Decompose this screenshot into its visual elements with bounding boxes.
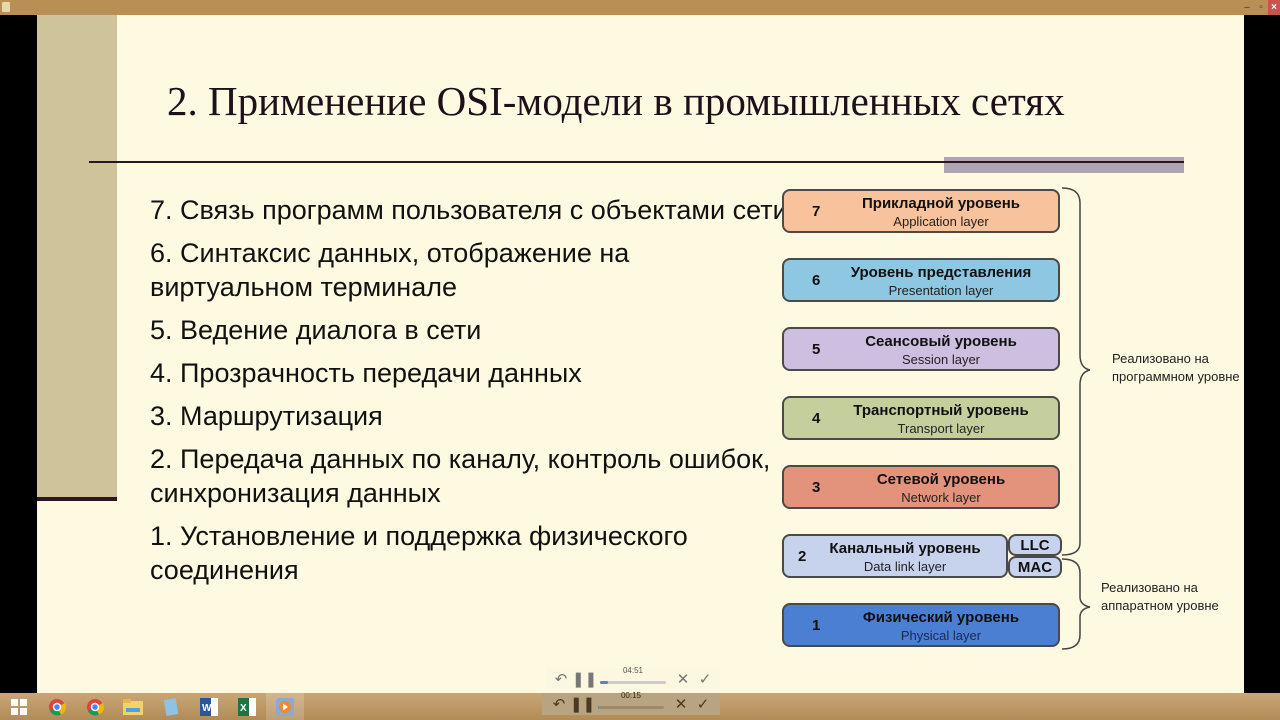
recorder-control-bar: ↶ ❚❚ 04:51 ✕ ✓: [546, 666, 720, 690]
progress-track[interactable]: 00:15: [598, 691, 664, 709]
excel-icon: X: [238, 697, 256, 716]
layer-name-en: Transport layer: [897, 421, 985, 436]
slide-left-bar: [37, 15, 117, 499]
osi-layer-4: 4 Транспортный уровень Transport layer: [782, 396, 1060, 440]
osi-layer-7: 7 Прикладной уровень Application layer: [782, 189, 1060, 233]
osi-layer-1: 1 Физический уровень Physical layer: [782, 603, 1060, 647]
layer-number: 1: [812, 617, 821, 634]
layer-number: 7: [812, 203, 821, 220]
maximize-button[interactable]: ▫: [1259, 2, 1263, 13]
layer-number: 4: [812, 410, 821, 427]
title-accent-bar: [944, 157, 1184, 173]
undo-icon[interactable]: ↶: [554, 671, 568, 688]
windows-icon: [11, 698, 27, 715]
taskbar-chrome[interactable]: [38, 693, 76, 720]
slide-title: 2. Применение OSI-модели в промышленных …: [167, 78, 1065, 124]
layer-name-ru: Прикладной уровень: [862, 195, 1020, 212]
window-titlebar: – ▫ ×: [0, 0, 1280, 15]
pause-icon[interactable]: ❚❚: [572, 671, 598, 688]
pause-icon[interactable]: ❚❚: [570, 696, 596, 713]
list-item: 6. Синтаксис данных, отображение на вирт…: [150, 238, 630, 302]
chrome-icon: [87, 698, 104, 715]
software-brace-label: Реализовано на программном уровне: [1112, 351, 1240, 384]
layer-name-ru: Сетевой уровень: [876, 471, 1006, 488]
progress-track[interactable]: 04:51: [600, 666, 666, 684]
list-item: 4. Прозрачность передачи данных: [150, 358, 582, 388]
layer-name-en: Data link layer: [863, 559, 947, 574]
layer-name-en: Physical layer: [900, 628, 982, 643]
cancel-icon[interactable]: ✕: [674, 696, 688, 713]
media-player-icon: [276, 697, 294, 716]
elapsed-time: 04:51: [622, 665, 644, 675]
layer-name-en: Session layer: [901, 352, 981, 367]
taskbar-excel[interactable]: X: [228, 693, 266, 720]
progress-fill: [598, 705, 600, 709]
folder-icon: [123, 698, 143, 715]
hardware-brace-label: Реализовано на аппаратном уровне: [1101, 580, 1219, 613]
layer-name-en: Presentation layer: [888, 283, 994, 298]
layer-name-ru: Физический уровень: [862, 609, 1020, 626]
elapsed-time: 00:15: [620, 690, 642, 700]
title-divider: [89, 161, 1184, 163]
word-icon: W: [200, 697, 218, 716]
brace-icon: [1061, 187, 1091, 650]
taskbar-file-explorer[interactable]: [114, 693, 152, 720]
undo-icon[interactable]: ↶: [552, 696, 566, 713]
taskbar-word[interactable]: W: [190, 693, 228, 720]
layer-function-list: 7. Связь программ пользователя с объекта…: [150, 193, 790, 596]
slide-left-bar-line: [37, 497, 117, 501]
layer-name-en: Application layer: [893, 214, 989, 229]
confirm-icon[interactable]: ✓: [696, 696, 710, 713]
layer-number: 5: [812, 341, 821, 358]
sublayer-llc: LLC: [1008, 534, 1062, 556]
layer-name-en: Network layer: [901, 490, 981, 505]
layer-name-ru: Канальный уровень: [829, 540, 981, 557]
close-button[interactable]: ×: [1268, 0, 1280, 15]
osi-layer-6: 6 Уровень представления Presentation lay…: [782, 258, 1060, 302]
list-item: 5. Ведение диалога в сети: [150, 315, 482, 345]
list-item: 1. Установление и поддержка физического …: [150, 521, 688, 585]
layer-name-ru: Транспортный уровень: [853, 402, 1029, 419]
svg-text:X: X: [240, 703, 247, 714]
progress-fill: [600, 680, 608, 684]
app-icon: [2, 2, 10, 12]
osi-layer-2: 2 Канальный уровень Data link layer: [782, 534, 1008, 578]
sublayer-mac: MAC: [1008, 556, 1062, 578]
taskbar-notepad[interactable]: [152, 693, 190, 720]
chrome-icon: [49, 698, 66, 715]
osi-layer-3: 3 Сетевой уровень Network layer: [782, 465, 1060, 509]
cancel-icon[interactable]: ✕: [676, 671, 690, 688]
list-item: 2. Передача данных по каналу, контроль о…: [150, 444, 771, 508]
list-item: 3. Маршрутизация: [150, 401, 383, 431]
recorder-control-bar-secondary: ↶ ❚❚ 00:15 ✕ ✓: [542, 691, 720, 715]
start-button[interactable]: [0, 693, 38, 720]
list-item: 7. Связь программ пользователя с объекта…: [150, 195, 788, 225]
layer-number: 2: [798, 548, 807, 565]
taskbar-media-player[interactable]: [266, 693, 304, 720]
layer-name-ru: Уровень представления: [850, 264, 1032, 281]
layer-number: 3: [812, 479, 821, 496]
osi-layer-5: 5 Сеансовый уровень Session layer: [782, 327, 1060, 371]
taskbar-chrome-2[interactable]: [76, 693, 114, 720]
layer-number: 6: [812, 272, 821, 289]
presentation-slide: 2. Применение OSI-модели в промышленных …: [37, 15, 1244, 693]
minimize-button[interactable]: –: [1244, 2, 1250, 13]
svg-text:W: W: [202, 703, 212, 714]
notepad-icon: [163, 697, 179, 716]
confirm-icon[interactable]: ✓: [698, 671, 712, 688]
layer-name-ru: Сеансовый уровень: [865, 333, 1017, 350]
